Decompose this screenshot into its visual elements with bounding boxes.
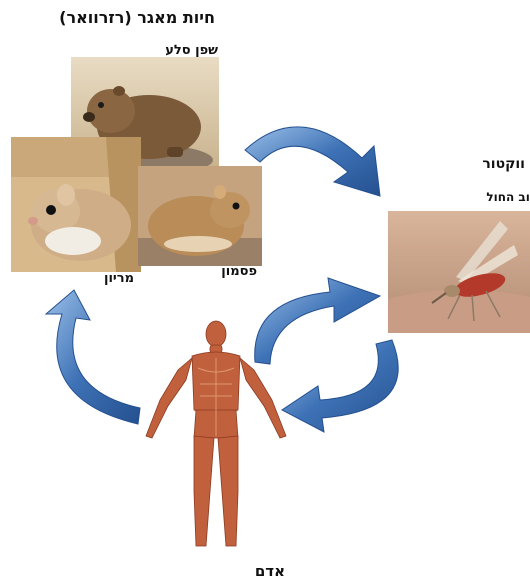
circular-arrow-icon [245,127,380,196]
gerbil-label: מריון [104,271,134,286]
sandfly-photo [388,211,530,333]
human-label: אדם [255,562,285,580]
sand-rat-photo [138,166,262,266]
human-anatomy-figure [140,318,290,558]
rock-hyrax-label: שפן סלע [165,43,218,58]
circular-arrow-icon [282,340,398,432]
reservoir-title: חיות מאגר (רזרוואר) [59,8,215,27]
vector-title: ווקטור [482,156,525,172]
sandfly-label: זבוב החול [486,190,530,204]
circular-arrow-icon [46,290,140,424]
sand-rat-label: פסמון [221,264,257,279]
gerbil-photo [11,137,141,272]
